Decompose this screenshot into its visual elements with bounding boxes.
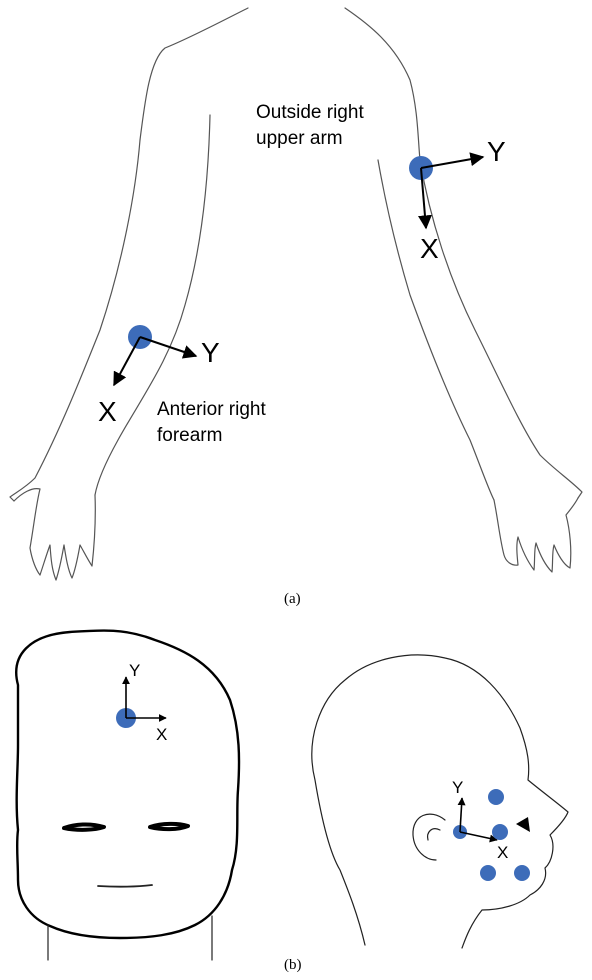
cheek-y-label: Y [452,778,463,798]
forearm-label-line1: Anterior right [157,397,266,423]
left-hand-outline [14,489,95,580]
side-head-contour [312,655,568,948]
body-outline [10,8,582,580]
ear-inner [428,829,440,840]
face-sensor-dot-4 [514,865,530,881]
forearm-label-line2: forearm [157,423,266,449]
forearm-x-label: X [98,396,117,428]
front-head-contour [16,630,239,938]
face-sensor-dot-2 [492,824,508,840]
forearm-y-label: Y [201,337,220,369]
mouth [98,885,152,887]
upper-arm-y-label: Y [487,136,506,168]
forearm-label: Anterior right forearm [157,397,266,449]
face-sensor-dot-1 [488,789,504,805]
upper-arm-label-line1: Outside right [256,100,364,126]
ear [413,814,445,860]
caption-b: (b) [284,957,302,974]
right-eye [150,824,188,829]
upper-arm-label: Outside right upper arm [256,100,364,152]
side-head-outline [312,655,568,948]
face-sensor-dot-3 [480,865,496,881]
right-arm-outer-outline [420,160,582,498]
right-arm-inner-outline [378,160,494,500]
upper-arm-x-label: X [420,233,439,265]
cheek-x-label: X [497,843,508,863]
caption-a: (a) [284,591,301,608]
shoulder-left-outline [140,8,248,140]
forearm-y-arrow [140,337,196,356]
left-arm-outer-outline [10,140,140,501]
right-hand-outline [494,498,578,572]
forehead-y-label: Y [129,661,140,681]
forearm-x-arrow [114,337,140,385]
front-head-outline [16,630,239,960]
left-eye [64,824,104,829]
forehead-x-label: X [156,725,167,745]
upper-arm-label-line2: upper arm [256,126,364,152]
side-eye [516,817,530,832]
